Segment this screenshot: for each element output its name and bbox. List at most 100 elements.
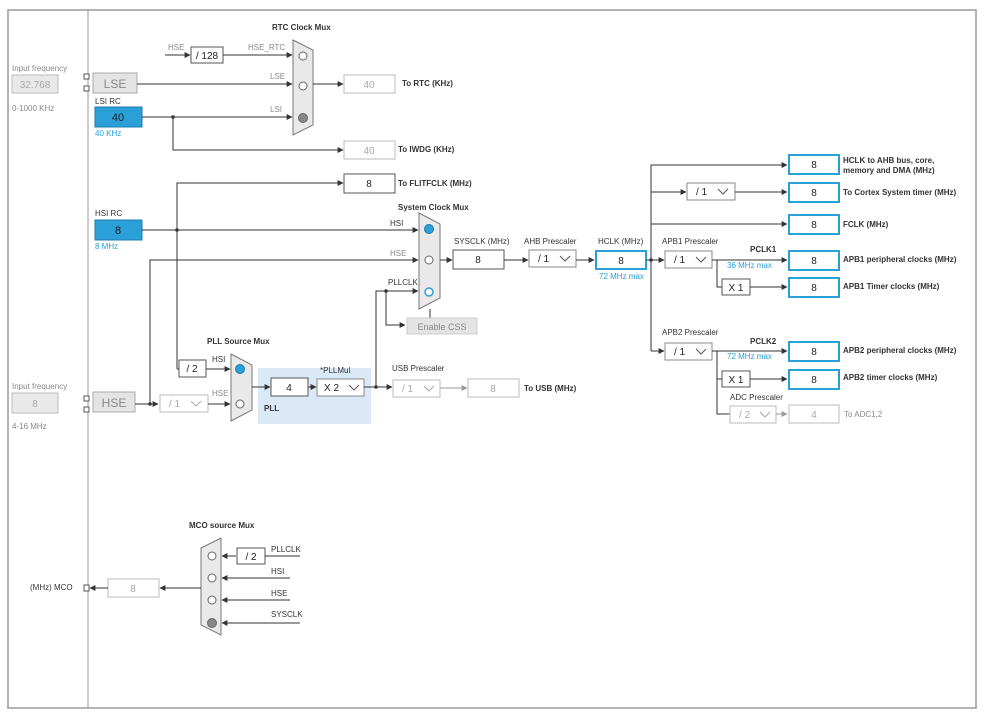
diagram-frame — [7, 9, 977, 709]
iwdg-out-value: 40 — [363, 146, 375, 157]
rtc-lse-in: LSE — [270, 72, 285, 81]
apb1-label: APB1 Prescaler — [662, 237, 719, 246]
mco-hsi: HSI — [271, 567, 284, 576]
output-fclk: 8 FCLK (MHz) — [788, 214, 889, 235]
hse-input-label: Input frequency — [12, 382, 67, 391]
chevron-down-icon — [717, 188, 729, 195]
usb-prescaler-select[interactable] — [392, 379, 441, 398]
cortex-prescaler-select[interactable] — [686, 182, 736, 201]
apb2-label: APB2 Prescaler — [662, 328, 719, 337]
chevron-down-icon — [559, 255, 571, 262]
rtc-hse-in: HSE — [168, 43, 184, 52]
usb-out-value: 8 — [490, 384, 496, 395]
rtc-div128: / 128 — [196, 51, 219, 62]
rtc-hse-rtc: HSE_RTC — [248, 43, 285, 52]
output-box — [788, 277, 840, 298]
adc-prescaler-select[interactable] — [729, 405, 777, 424]
usb-value: / 1 — [402, 384, 414, 395]
apb2-prescaler-select[interactable] — [664, 342, 713, 361]
apb2-value: / 1 — [674, 347, 686, 358]
hclk-label: HCLK (MHz) — [598, 237, 644, 246]
sysmux-hse: HSE — [390, 249, 406, 258]
mco-hse: HSE — [271, 589, 287, 598]
pll-hse: HSE — [212, 389, 228, 398]
mco-sysclk: SYSCLK — [271, 610, 303, 619]
mco-title: MCO source Mux — [189, 521, 255, 530]
output-value: 8 — [811, 283, 817, 294]
hse-input-field[interactable] — [11, 392, 59, 414]
sysclk-label: SYSCLK (MHz) — [454, 237, 510, 246]
pll-mul-label: *PLLMul — [320, 366, 350, 375]
apb1-prescaler-select[interactable] — [664, 250, 713, 269]
pll-hsi-div2: / 2 — [186, 364, 198, 375]
lse-oscillator[interactable] — [92, 72, 138, 94]
output-label: APB1 peripheral clocks (MHz) — [843, 255, 957, 264]
chevron-down-icon — [423, 385, 435, 392]
output-label-2: memory and DMA (MHz) — [843, 166, 935, 175]
chevron-down-icon — [695, 348, 707, 355]
output-value: 8 — [811, 347, 817, 358]
rtc-out-box — [343, 74, 396, 94]
usb-out-box — [467, 378, 520, 398]
pll-hsi: HSI — [212, 355, 225, 364]
output-label: APB1 Timer clocks (MHz) — [843, 282, 940, 291]
output-box — [788, 154, 840, 175]
hclk-value: 8 — [618, 256, 624, 267]
output-value: 8 — [811, 375, 817, 386]
rtc-out-label: To RTC (KHz) — [402, 79, 453, 88]
output-box — [788, 369, 840, 390]
lsi-value: 40 — [112, 112, 124, 124]
cortex-value: / 1 — [696, 187, 708, 198]
adc-out-label: To ADC1,2 — [844, 410, 883, 419]
hse-range: 4-16 MHz — [12, 422, 47, 431]
mco-div2: / 2 — [245, 552, 257, 563]
output-label: To Cortex System timer (MHz) — [843, 188, 957, 197]
pclk2-label: PCLK2 — [750, 337, 777, 346]
chevron-down-icon — [695, 256, 707, 263]
output-hclk-ahb: 8 HCLK to AHB bus, core, memory and DMA … — [788, 154, 935, 175]
pll-label: PLL — [264, 404, 279, 413]
output-value: 8 — [811, 220, 817, 231]
output-label: HCLK to AHB bus, core, — [843, 156, 934, 165]
enable-css-button[interactable] — [406, 317, 478, 335]
output-box — [788, 341, 840, 362]
output-label: APB2 timer clocks (MHz) — [843, 373, 938, 382]
output-value: 8 — [811, 188, 817, 199]
mco-label: (MHz) MCO — [30, 583, 73, 592]
sysmux-hsi: HSI — [390, 219, 403, 228]
hse-input-value: 8 — [32, 399, 38, 410]
ahb-value: / 1 — [538, 254, 550, 265]
hsi-title: HSI RC — [95, 209, 122, 218]
output-box — [788, 250, 840, 271]
sysmux-title: System Clock Mux — [398, 203, 469, 212]
output-label: APB2 peripheral clocks (MHz) — [843, 346, 957, 355]
pclk1-label: PCLK1 — [750, 245, 777, 254]
apb1-value: / 1 — [674, 255, 686, 266]
usb-out-label: To USB (MHz) — [524, 384, 577, 393]
lsi-title: LSI RC — [95, 97, 121, 106]
pll-value: 4 — [286, 383, 292, 394]
lse-input-value: 32.768 — [20, 80, 51, 91]
pll-hse-div-select[interactable] — [159, 394, 209, 413]
adc-value: / 2 — [739, 410, 751, 421]
ahb-prescaler-select[interactable] — [528, 249, 577, 268]
adc-out-box — [788, 404, 840, 424]
hse-oscillator[interactable] — [92, 391, 136, 413]
hsi-freq: 8 MHz — [95, 242, 118, 251]
output-apb1-timer: 8 APB1 Timer clocks (MHz) — [788, 277, 940, 298]
mco-value: 8 — [130, 584, 136, 595]
lse-label: LSE — [104, 77, 127, 91]
lse-range: 0-1000 KHz — [12, 104, 54, 113]
output-cortex-timer: 8 To Cortex System timer (MHz) — [788, 182, 957, 203]
pll-hse-div: / 1 — [169, 399, 181, 410]
lse-input-field[interactable] — [11, 74, 59, 94]
hse-label: HSE — [102, 396, 127, 410]
mco-source-mux[interactable] — [200, 537, 222, 636]
mco-pllclk: PLLCLK — [271, 545, 301, 554]
ahb-label: AHB Prescaler — [524, 237, 577, 246]
flitf-out-value: 8 — [366, 179, 372, 190]
lse-input-label: Input frequency — [12, 64, 67, 73]
apb1-max: 36 MHz max — [727, 261, 772, 270]
pll-source-mux[interactable] — [230, 353, 253, 422]
